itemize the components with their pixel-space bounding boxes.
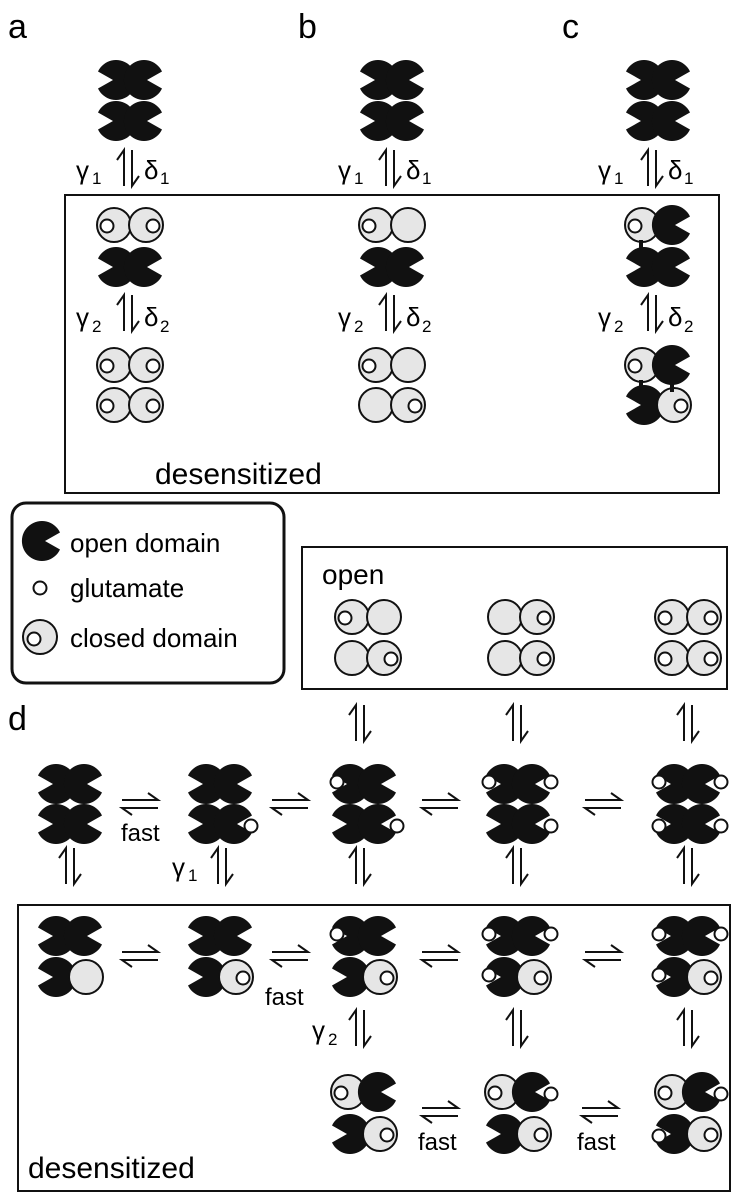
panel-b-scheme: γ 1 δ 1 γ 2 δ 2 (338, 60, 431, 422)
svg-text:γ: γ (338, 302, 351, 332)
open-box (301, 546, 728, 690)
legend-open-domain: open domain (21, 521, 220, 561)
svg-text:1: 1 (422, 169, 431, 188)
svg-text:2: 2 (684, 317, 693, 336)
svg-text:δ: δ (668, 302, 682, 332)
open-label: open (322, 559, 384, 590)
panel-label-d: d (8, 700, 27, 738)
svg-text:δ: δ (406, 302, 420, 332)
svg-text:γ: γ (76, 155, 89, 185)
panel-d-row2: fast (38, 916, 729, 1011)
open-states (335, 600, 721, 675)
svg-text:δ: δ (668, 155, 682, 185)
rate-gamma1-d: γ 1 (172, 852, 197, 885)
svg-text:1: 1 (188, 866, 197, 885)
rate-gamma2-d: γ 2 (312, 1015, 337, 1049)
desensitized-box-bottom (17, 904, 731, 1192)
panel-d-row1: fast (38, 764, 729, 847)
legend-closed-domain: closed domain (22, 619, 238, 655)
svg-text:fast: fast (418, 1129, 457, 1156)
svg-text:1: 1 (92, 169, 101, 188)
rate-delta1: δ 1 (144, 155, 169, 188)
svg-text:δ: δ (144, 155, 158, 185)
panel-a-scheme: γ 1 δ 1 γ 2 δ 2 (76, 60, 169, 422)
svg-text:2: 2 (614, 317, 623, 336)
panel-label-c: c (562, 8, 579, 46)
svg-text:2: 2 (92, 317, 101, 336)
svg-text:fast: fast (577, 1129, 616, 1156)
svg-text:open domain: open domain (70, 528, 220, 558)
svg-text:δ: δ (144, 302, 158, 332)
svg-text:γ: γ (598, 302, 611, 332)
svg-text:γ: γ (312, 1015, 325, 1045)
panel-label-b: b (298, 8, 317, 46)
desensitized-label-bottom: desensitized (28, 1152, 195, 1185)
svg-text:1: 1 (354, 169, 363, 188)
rate-gamma1: γ 1 (76, 155, 101, 188)
svg-text:closed domain: closed domain (70, 623, 238, 653)
svg-text:2: 2 (160, 317, 169, 336)
svg-text:γ: γ (338, 155, 351, 185)
svg-text:1: 1 (614, 169, 623, 188)
rate-gamma2: γ 2 (76, 302, 101, 336)
legend-glutamate: glutamate (32, 573, 184, 603)
rate-delta2: δ 2 (144, 302, 169, 336)
panel-d-row3: fast fast (331, 1072, 729, 1156)
svg-text:fast: fast (265, 984, 304, 1011)
legend-box (10, 501, 286, 685)
svg-text:2: 2 (328, 1030, 337, 1049)
svg-text:γ: γ (172, 852, 185, 882)
panel-c-scheme: γ 1 δ 1 γ 2 δ 2 (598, 60, 693, 425)
svg-text:fast: fast (121, 820, 160, 847)
svg-text:1: 1 (160, 169, 169, 188)
desensitized-box-top (64, 194, 720, 494)
svg-text:2: 2 (354, 317, 363, 336)
panel-label-a: a (8, 8, 27, 46)
svg-text:1: 1 (684, 169, 693, 188)
svg-text:δ: δ (406, 155, 420, 185)
desensitized-label-top: desensitized (155, 458, 322, 491)
svg-text:γ: γ (598, 155, 611, 185)
svg-text:γ: γ (76, 302, 89, 332)
svg-text:glutamate: glutamate (70, 573, 184, 603)
svg-text:2: 2 (422, 317, 431, 336)
